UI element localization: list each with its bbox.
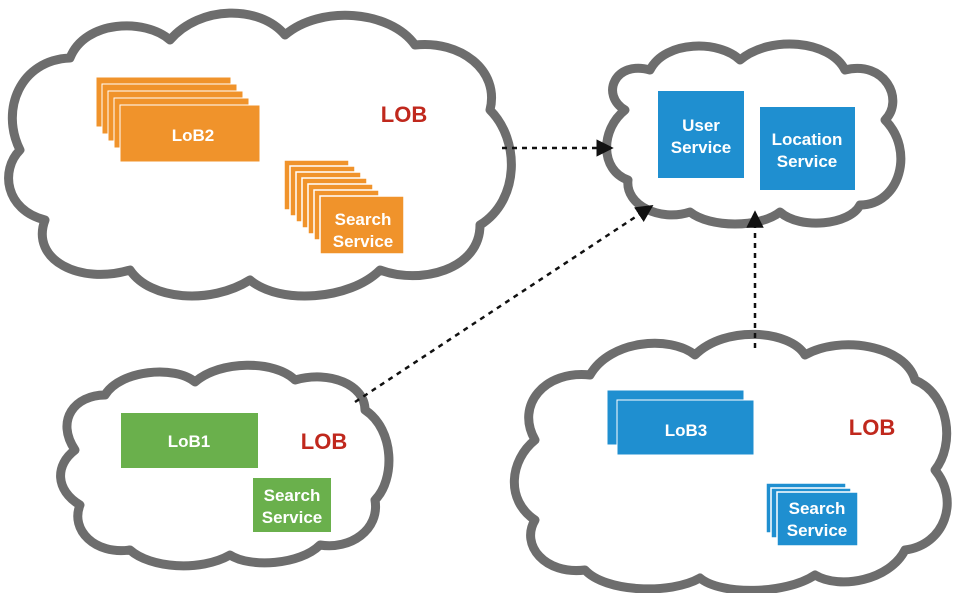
location-service-box: Location Service [760, 107, 855, 190]
user-service-label-line2: Service [671, 138, 732, 157]
lob2-stack: LoB2 [95, 76, 261, 163]
lob1-box-label: LoB1 [168, 432, 211, 451]
lob2-box-label: LoB2 [172, 126, 215, 145]
lob1-search-box: Search Service [253, 478, 331, 532]
location-service-label-line2: Service [777, 152, 838, 171]
lob2-search-label-line1: Search [335, 210, 392, 229]
lob3-box-label: LoB3 [665, 421, 708, 440]
lob1-search-label-line2: Service [262, 508, 323, 527]
user-service-label-line1: User [682, 116, 720, 135]
shared-services-cloud-shape [602, 39, 906, 229]
lob2-search-box [319, 195, 405, 255]
lob3-cloud-shape [509, 329, 952, 593]
lob3-stack: LoB3 [606, 389, 755, 456]
lob3-search-box [776, 491, 859, 547]
lob3-search-stack: Search Service [765, 482, 859, 547]
lob3-tag: LOB [849, 415, 895, 440]
lob3-box [616, 399, 755, 456]
lob3-search-label-line1: Search [789, 499, 846, 518]
lob2-search-stack: Search Service [283, 159, 405, 255]
lob1-box: LoB1 [121, 413, 258, 468]
lob2-tag: LOB [381, 102, 427, 127]
lob3-search-label-line2: Service [787, 521, 848, 540]
lob1-search-label-line1: Search [264, 486, 321, 505]
location-service-label-line1: Location [772, 130, 843, 149]
lob1-tag: LOB [301, 429, 347, 454]
lob2-search-label-line2: Service [333, 232, 394, 251]
user-service-box: User Service [658, 91, 744, 178]
lob2-box [119, 104, 261, 163]
